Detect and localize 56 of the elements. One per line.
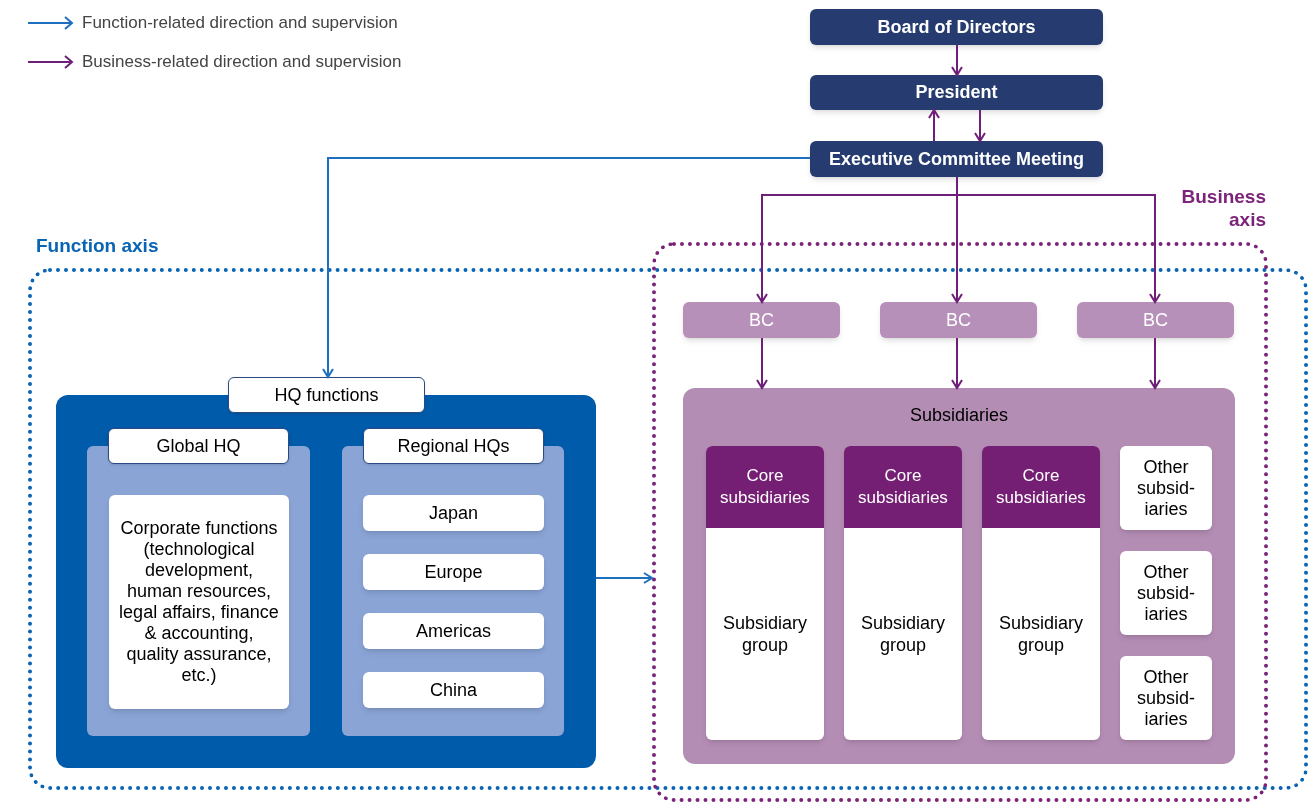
column-header: Core subsidiaries	[995, 465, 1087, 509]
core-subsidiary-column	[982, 446, 1100, 740]
box-label: Japan	[428, 502, 478, 524]
arrow	[595, 572, 653, 584]
box-label: BC	[1143, 308, 1168, 332]
column-header: Core subsidiaries	[857, 465, 949, 509]
arrow	[928, 109, 940, 142]
unit-box	[363, 672, 544, 708]
axis-heading: Business axis	[1181, 186, 1266, 230]
box-label: BC	[749, 308, 774, 332]
box-label: Executive Committee Meeting	[828, 147, 1085, 171]
box-label: President	[915, 81, 998, 104]
box-label: Corporate functions (technological development, human resources, legal affairs, finance & accounting, quality assurance, etc.)	[118, 518, 280, 686]
panel-heading: Subsidiaries	[909, 405, 1009, 425]
subsidiaries-panel	[683, 388, 1235, 764]
box-label: Subsidiary group	[859, 612, 946, 656]
arrow	[756, 337, 768, 389]
unit-box	[1120, 551, 1212, 635]
box-label: Europe	[424, 561, 483, 583]
arrow	[956, 176, 1161, 303]
axis-heading: Function axis	[36, 235, 159, 256]
core-subsidiary-column	[706, 446, 824, 740]
box-label: Americas	[416, 620, 491, 642]
legend-text: Function-related direction and supervision	[82, 12, 398, 34]
unit-box	[363, 613, 544, 649]
arrow	[951, 44, 963, 76]
box-label: Subsidiary group	[997, 612, 1084, 656]
bc-box	[683, 302, 840, 338]
box-label: Board of Directors	[877, 15, 1036, 39]
governance-box	[810, 75, 1103, 110]
column-header: Core subsidiaries	[719, 465, 811, 509]
unit-box	[363, 495, 544, 531]
governance-box	[810, 141, 1103, 177]
box-label: Other subsid-iaries	[1136, 666, 1196, 730]
heading-tag: Regional HQs	[363, 428, 544, 464]
box-label: Other subsid-iaries	[1136, 561, 1196, 625]
governance-box	[810, 9, 1103, 45]
arrow	[974, 109, 986, 142]
arrow	[951, 337, 963, 389]
box-label: BC	[946, 308, 971, 332]
bc-box	[880, 302, 1037, 338]
box-label: Subsidiary group	[721, 612, 808, 656]
arrow	[322, 157, 811, 378]
heading-tag: HQ functions	[228, 377, 425, 413]
box-label: Other subsid-iaries	[1136, 456, 1196, 520]
unit-box	[1120, 656, 1212, 740]
bc-box	[1077, 302, 1234, 338]
hq-functions-panel	[56, 377, 596, 768]
unit-box	[1120, 446, 1212, 530]
core-subsidiary-column	[844, 446, 962, 740]
unit-box	[109, 495, 289, 709]
box-label: China	[430, 679, 477, 701]
arrow	[1149, 337, 1161, 389]
unit-box	[363, 554, 544, 590]
heading-tag: Global HQ	[108, 428, 289, 464]
legend-text: Business-related direction and supervision	[82, 51, 402, 73]
